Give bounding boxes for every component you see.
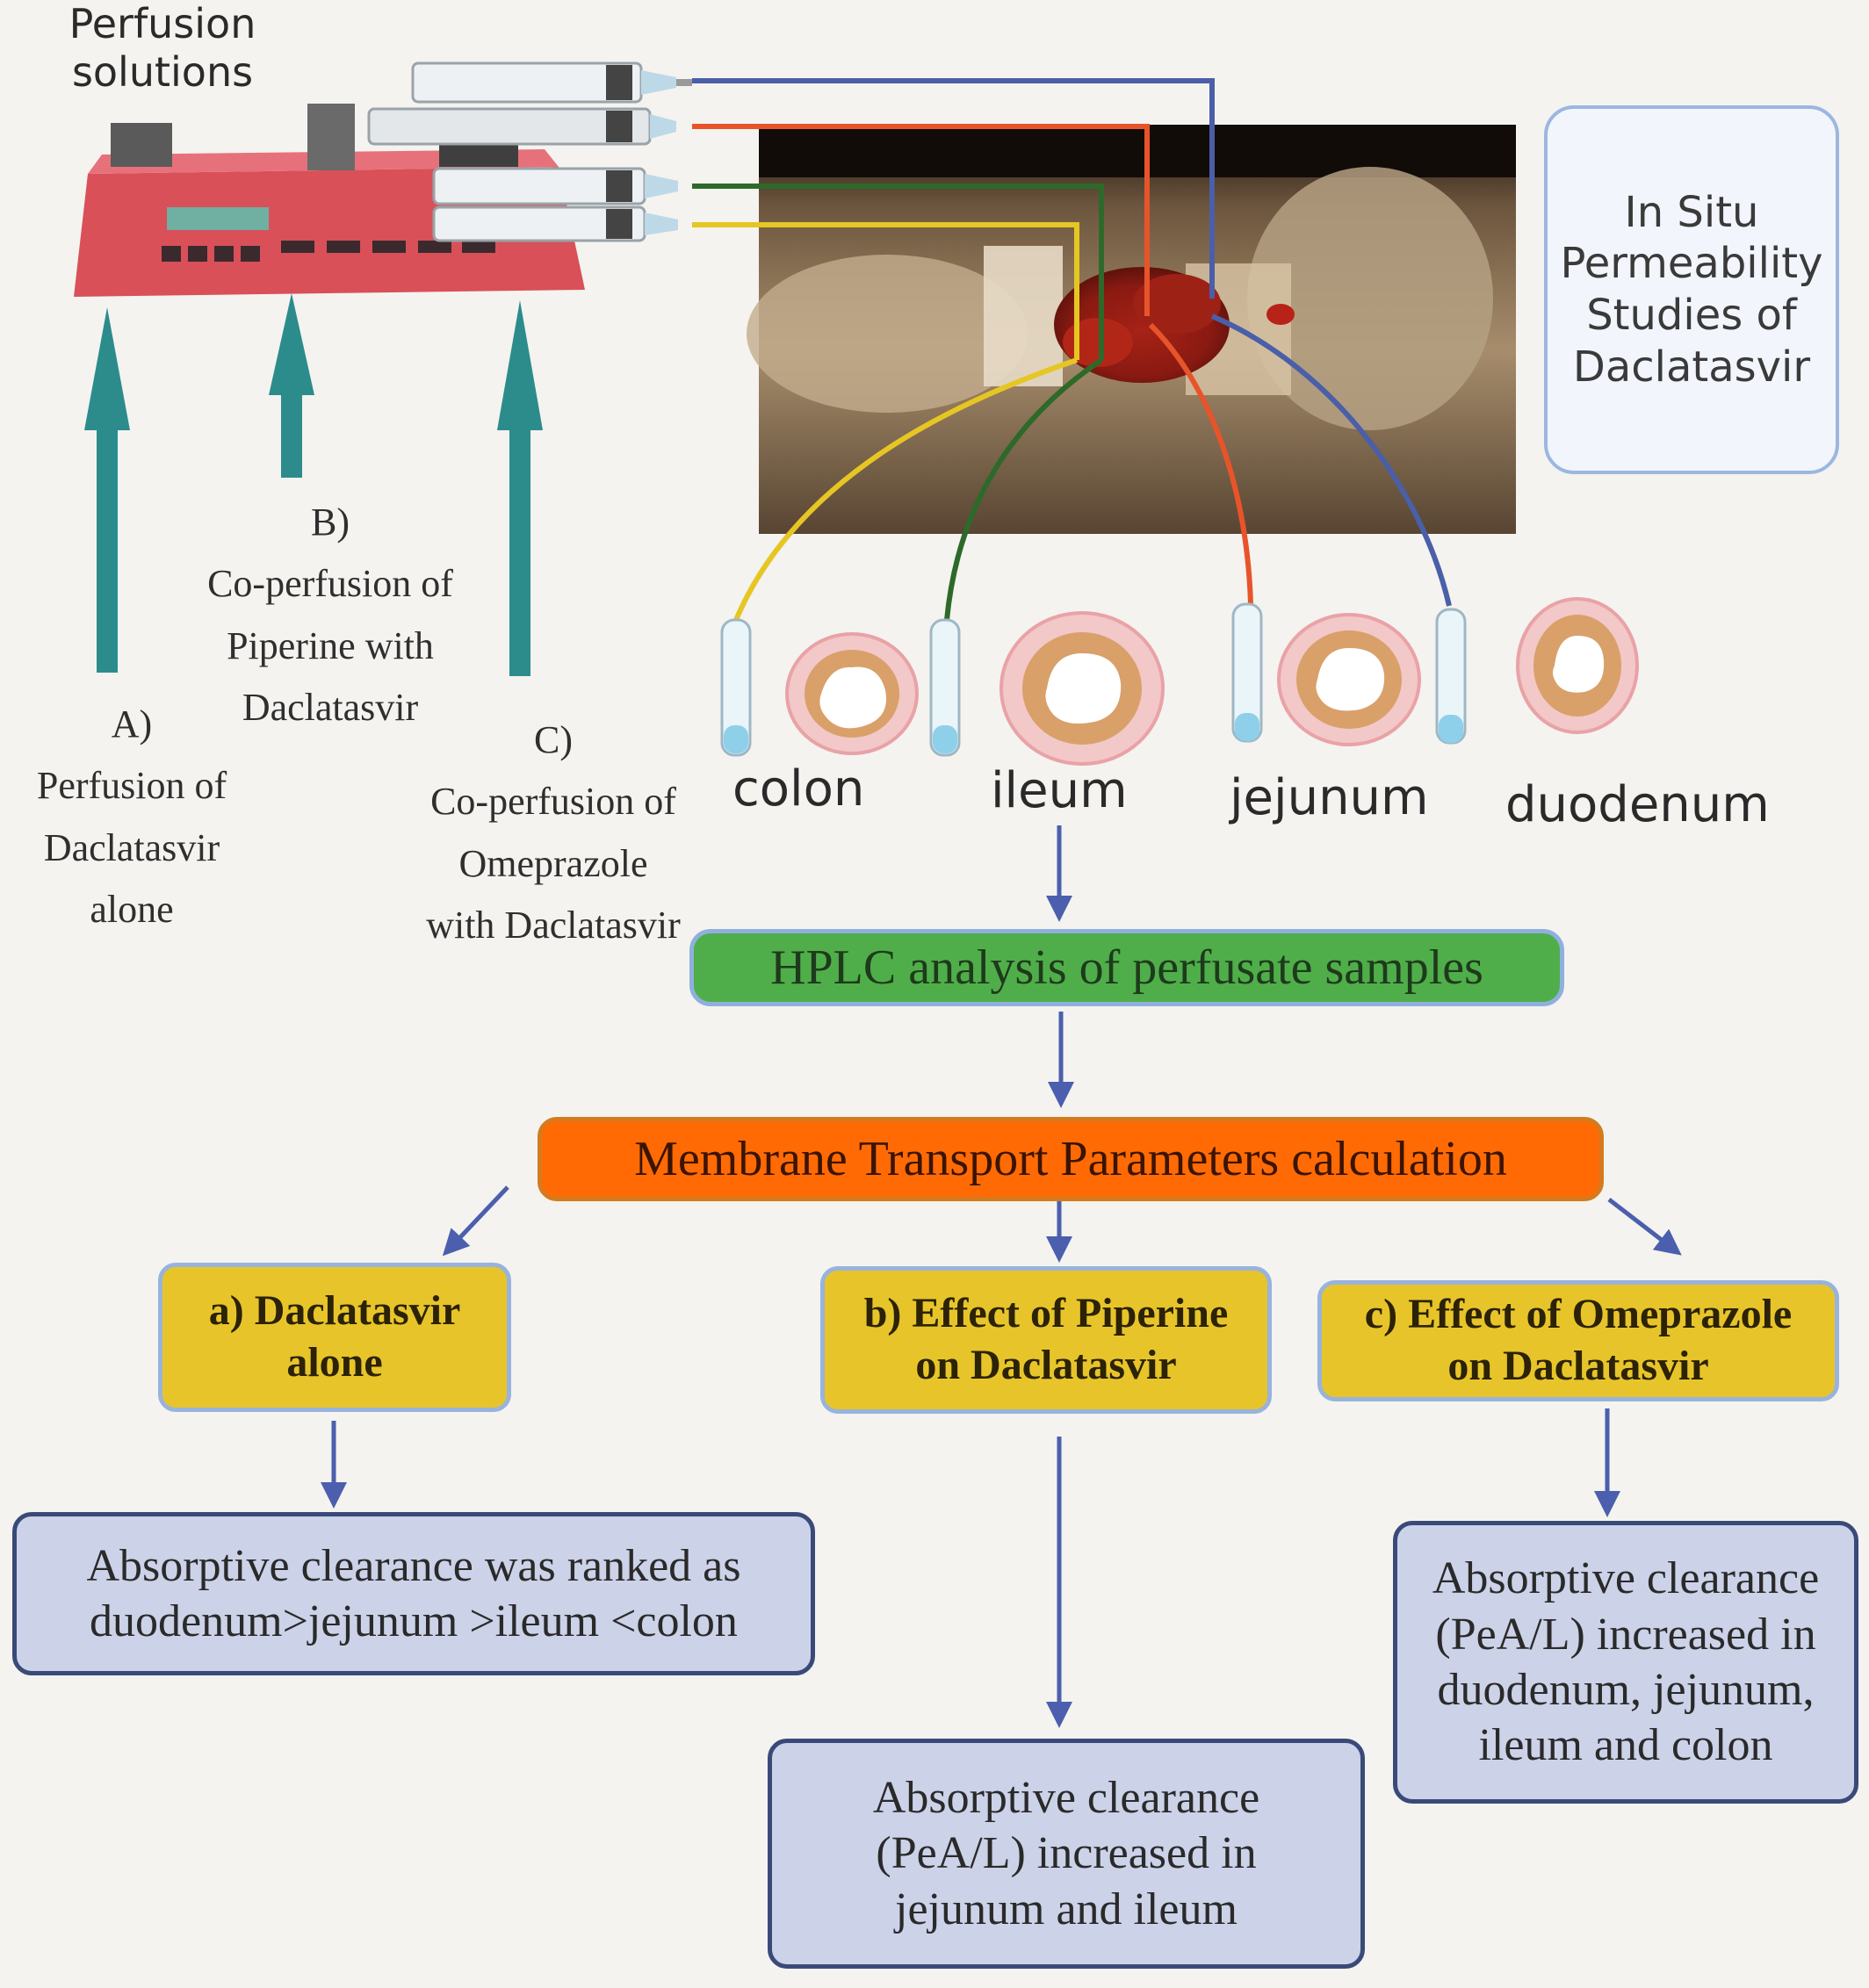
group-a-line-1: A) bbox=[111, 702, 153, 746]
tube-green bbox=[692, 184, 1104, 360]
segment-label-duodenum: duodenum bbox=[1505, 776, 1770, 833]
syringe-1 bbox=[411, 61, 692, 104]
outcome-a-line-1: a) Daclatasvir bbox=[208, 1287, 461, 1335]
section-colon-icon bbox=[785, 632, 919, 755]
outcome-c-line-1: c) Effect of Omeprazole bbox=[1364, 1291, 1793, 1338]
pump-carriage bbox=[111, 123, 172, 167]
group-c-label: C) Co-perfusion of Omeprazole with Dacla… bbox=[386, 709, 720, 957]
group-b-line-4: Daclatasvir bbox=[242, 686, 419, 730]
outcome-b-line-2: on Daclatasvir bbox=[915, 1342, 1177, 1388]
section-ileum-icon bbox=[999, 611, 1165, 766]
syringe-pump-illustration bbox=[74, 61, 692, 297]
membrane-transport-box: Membrane Transport Parameters calculatio… bbox=[538, 1117, 1604, 1201]
result-c-line-2: (PeA/L) increased in bbox=[1435, 1609, 1816, 1660]
result-box-c: Absorptive clearance (PeA/L) increased i… bbox=[1393, 1521, 1858, 1804]
pump-title-line-2: solutions bbox=[71, 48, 254, 97]
syringe-4 bbox=[432, 205, 678, 242]
tube-yellow bbox=[692, 222, 1079, 360]
group-b-line-2: Co-perfusion of bbox=[207, 562, 453, 606]
group-c-line-4: with Daclatasvir bbox=[426, 904, 681, 947]
group-b-line-3: Piperine with bbox=[227, 623, 434, 667]
segment-label-jejunum: jejunum bbox=[1230, 769, 1429, 826]
result-c-line-3: duodenum, jejunum, bbox=[1437, 1665, 1815, 1715]
in-situ-title-box: In Situ Permeability Studies of Daclatas… bbox=[1544, 105, 1839, 474]
pump-title: Perfusion solutions bbox=[53, 0, 272, 97]
group-c-line-1: C) bbox=[534, 718, 573, 761]
tube-blue bbox=[692, 78, 1215, 299]
hplc-analysis-box: HPLC analysis of perfusate samples bbox=[689, 929, 1564, 1006]
group-b-label: B) Co-perfusion of Piperine with Daclata… bbox=[172, 492, 488, 739]
perfusion-tubing bbox=[692, 78, 1452, 622]
outcome-a-line-2: alone bbox=[286, 1339, 383, 1386]
group-a-line-4: alone bbox=[90, 888, 174, 932]
group-b-line-1: B) bbox=[311, 501, 350, 544]
arrow-to-a bbox=[442, 1185, 509, 1257]
result-c-line-1: Absorptive clearance bbox=[1432, 1553, 1820, 1604]
flow-arrows bbox=[321, 825, 1682, 1728]
in-situ-line-2: Permeability bbox=[1560, 239, 1823, 289]
result-b-line-1: Absorptive clearance bbox=[872, 1772, 1260, 1823]
tube-orange bbox=[692, 124, 1150, 316]
arrow-to-c bbox=[1607, 1198, 1682, 1256]
sample-tubes bbox=[720, 602, 1467, 757]
result-a-line-2: duodenum>jejunum >ileum <colon bbox=[90, 1596, 738, 1646]
outcome-b-line-1: b) Effect of Piperine bbox=[863, 1290, 1229, 1337]
segment-label-colon: colon bbox=[732, 760, 865, 818]
group-a-label: A) Perfusion of Daclatasvir alone bbox=[0, 694, 263, 941]
sample-tube-jejunum bbox=[1231, 602, 1263, 743]
in-situ-line-4: Daclatasvir bbox=[1572, 342, 1811, 392]
syringe-3 bbox=[432, 167, 678, 205]
sample-tube-ileum bbox=[929, 618, 961, 757]
outcome-box-a: a) Daclatasvir alone bbox=[158, 1263, 511, 1412]
outcome-box-c: c) Effect of Omeprazole on Daclatasvir bbox=[1317, 1280, 1839, 1401]
section-jejunum-icon bbox=[1277, 613, 1421, 746]
group-c-line-2: Co-perfusion of bbox=[430, 780, 676, 824]
sample-tube-duodenum bbox=[1435, 608, 1467, 745]
result-box-b: Absorptive clearance (PeA/L) increased i… bbox=[768, 1739, 1365, 1969]
pump-display bbox=[167, 207, 269, 230]
teal-arrow-b bbox=[269, 293, 314, 478]
result-b-line-2: (PeA/L) increased in bbox=[876, 1828, 1257, 1879]
outcome-c-line-2: on Daclatasvir bbox=[1447, 1343, 1709, 1389]
result-b-line-3: jejunum and ileum bbox=[895, 1884, 1238, 1934]
result-a-line-1: Absorptive clearance was ranked as bbox=[86, 1540, 741, 1591]
result-c-line-4: ileum and colon bbox=[1478, 1720, 1773, 1771]
group-a-line-3: Daclatasvir bbox=[43, 825, 220, 869]
intestine-cross-sections bbox=[785, 597, 1639, 766]
section-duodenum-icon bbox=[1516, 597, 1639, 734]
pump-title-line-1: Perfusion bbox=[69, 0, 256, 47]
teal-arrow-a bbox=[84, 307, 130, 673]
segment-label-ileum: ileum bbox=[991, 762, 1128, 819]
outcome-box-b: b) Effect of Piperine on Daclatasvir bbox=[820, 1266, 1272, 1414]
in-situ-line-3: Studies of bbox=[1586, 291, 1797, 340]
group-arrows bbox=[84, 293, 543, 676]
teal-arrow-c bbox=[497, 300, 543, 676]
in-situ-line-1: In Situ bbox=[1624, 187, 1759, 237]
sample-tube-colon bbox=[720, 618, 752, 757]
syringe-2 bbox=[367, 107, 676, 146]
group-c-line-3: Omeprazole bbox=[458, 841, 648, 885]
result-box-a: Absorptive clearance was ranked as duode… bbox=[12, 1512, 815, 1675]
group-a-line-2: Perfusion of bbox=[36, 764, 227, 808]
